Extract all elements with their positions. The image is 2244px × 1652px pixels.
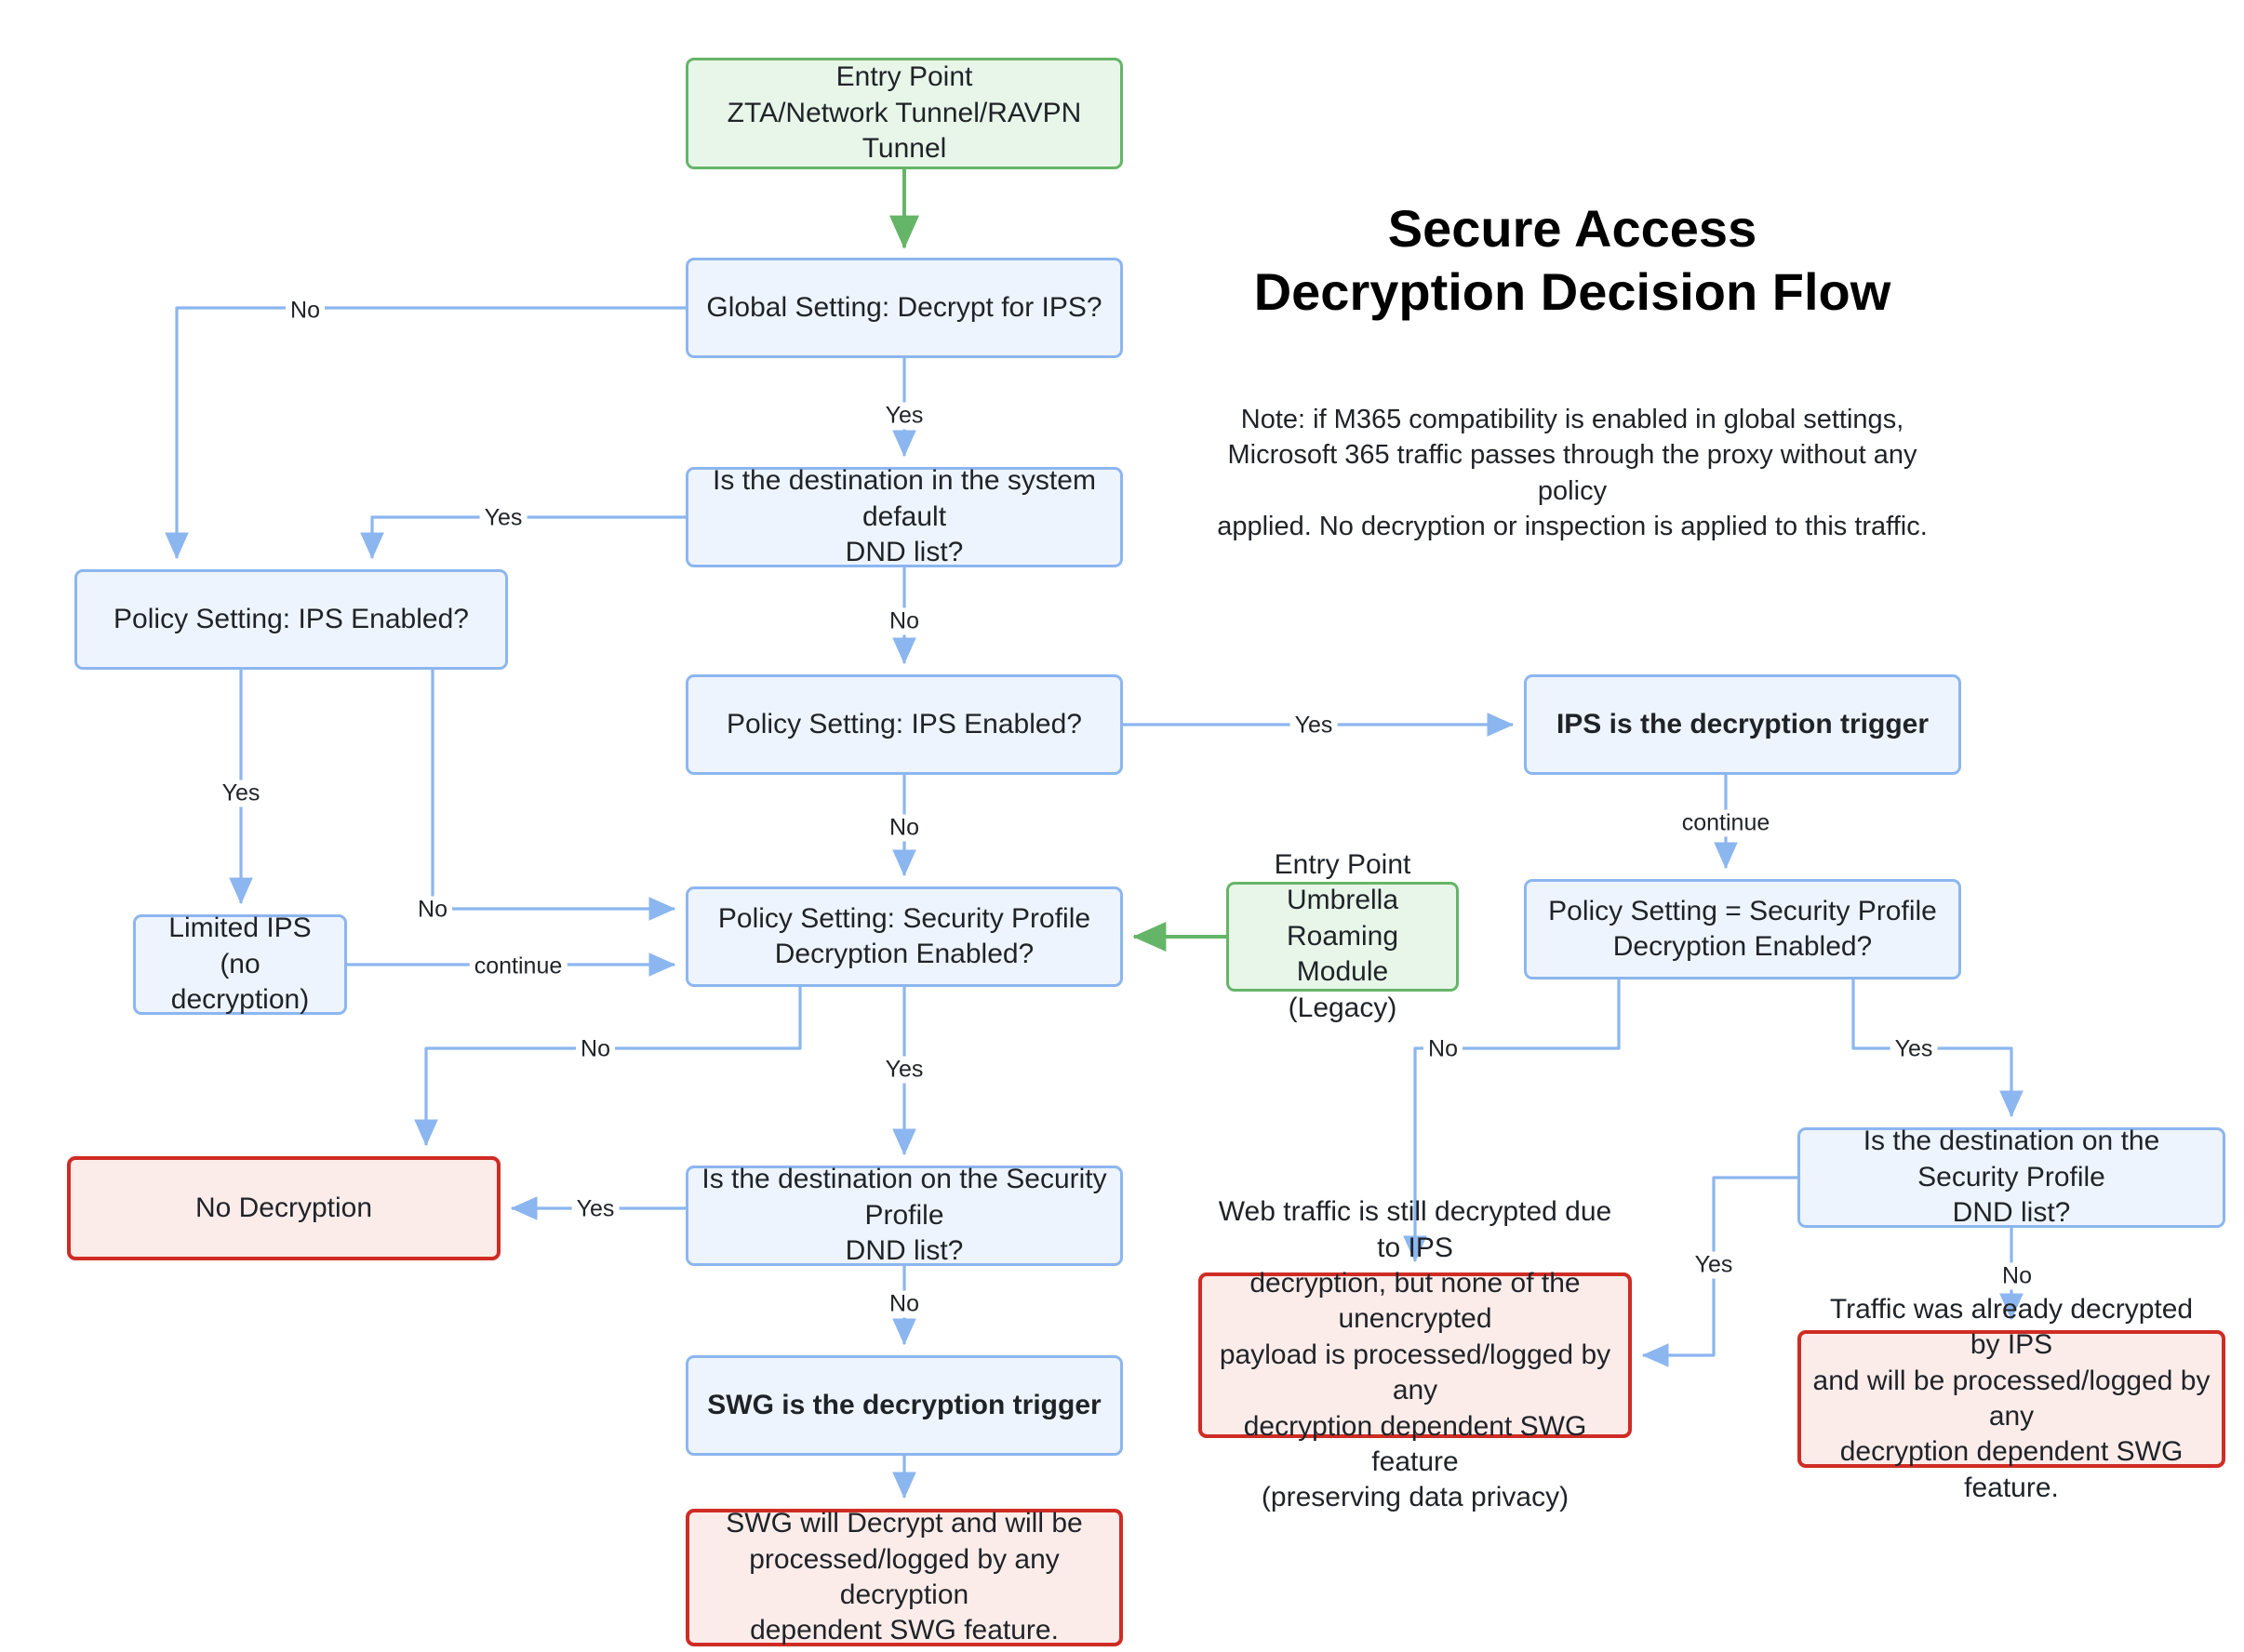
- edge-sysdnd-yes: [360, 515, 686, 560]
- edge-label-sysdnd-yes: Yes: [479, 504, 528, 532]
- node-label: Policy Setting: IPS Enabled?: [727, 708, 1082, 739]
- node-label: SWG will Decrypt and will be processed/l…: [726, 1508, 1083, 1646]
- edge-secprofmid-no: [414, 987, 802, 1147]
- edge-label-ips-continue: continue: [1676, 809, 1775, 837]
- node-label: No Decryption: [194, 1192, 373, 1223]
- edge-label-global-no: No: [286, 297, 325, 325]
- node-label: Entry Point Umbrella Roaming Module (Leg…: [1274, 849, 1411, 1023]
- edge-label-secprofright-yes: Yes: [1890, 1035, 1938, 1063]
- edge-policyleft-no: [431, 670, 676, 921]
- node-limited-ips-no-decryption[interactable]: Limited IPS (no decryption): [133, 913, 347, 1016]
- node-entry-umbrella-roaming-module[interactable]: Entry Point Umbrella Roaming Module (Leg…: [1226, 849, 1459, 1023]
- node-global-setting-decrypt-for-ips[interactable]: Global Setting: Decrypt for IPS?: [686, 258, 1123, 358]
- edge-label-dndright-yes: Yes: [1690, 1251, 1738, 1279]
- node-label: Policy Setting = Security Profile Decryp…: [1548, 895, 1937, 962]
- node-label: Is the destination on the Security Profi…: [1863, 1126, 2160, 1229]
- edge-global-no: [165, 306, 686, 560]
- node-label: Is the destination on the Security Profi…: [701, 1164, 1107, 1267]
- edge-label-dndmid-no: No: [885, 1290, 924, 1318]
- edge-label-dndmid-yes: Yes: [571, 1195, 620, 1223]
- edge-label-policymid-yes: Yes: [1289, 712, 1338, 739]
- node-label: IPS is the decryption trigger: [1556, 708, 1930, 739]
- node-label: Limited IPS (no decryption): [168, 913, 312, 1016]
- edge-label-dndright-no: No: [1997, 1262, 2037, 1290]
- edge-label-global-yes: Yes: [880, 402, 928, 430]
- node-label: Policy Setting: Security Profile Decrypt…: [717, 902, 1091, 969]
- node-label: Web traffic is still decrypted due to IP…: [1218, 1196, 1612, 1513]
- node-web-traffic-still-decrypted[interactable]: Web traffic is still decrypted due to IP…: [1198, 1196, 1632, 1512]
- edge-label-policyleft-yes: Yes: [217, 779, 265, 807]
- edge-label-secprofright-no: No: [1423, 1035, 1463, 1063]
- node-no-decryption[interactable]: No Decryption: [67, 1156, 501, 1260]
- node-traffic-already-decrypted-by-ips[interactable]: Traffic was already decrypted by IPS and…: [1797, 1294, 2225, 1503]
- node-entry-zta[interactable]: Entry Point ZTA/Network Tunnel/RAVPN Tun…: [686, 58, 1123, 169]
- edge-label-policymid-no: No: [885, 814, 924, 842]
- edge-label-secprofmid-yes: Yes: [880, 1056, 928, 1084]
- node-ips-is-decryption-trigger[interactable]: IPS is the decryption trigger: [1524, 674, 1961, 775]
- node-label: Global Setting: Decrypt for IPS?: [706, 291, 1102, 323]
- node-policy-setting-ips-enabled-left[interactable]: Policy Setting: IPS Enabled?: [74, 569, 508, 670]
- node-label: Traffic was already decrypted by IPS and…: [1812, 1293, 2211, 1503]
- node-swg-is-decryption-trigger[interactable]: SWG is the decryption trigger: [686, 1355, 1123, 1456]
- page-title: Secure Access Decryption Decision Flow: [1253, 199, 1891, 322]
- edge-label-limited-continue: continue: [469, 953, 568, 980]
- node-system-default-dnd-list[interactable]: Is the destination in the system default…: [686, 465, 1123, 567]
- node-label: Policy Setting: IPS Enabled?: [114, 603, 469, 634]
- node-policy-setting-security-profile-decryption-right[interactable]: Policy Setting = Security Profile Decryp…: [1524, 879, 1961, 979]
- node-security-profile-dnd-list-mid[interactable]: Is the destination on the Security Profi…: [686, 1164, 1123, 1266]
- node-policy-setting-ips-enabled-mid[interactable]: Policy Setting: IPS Enabled?: [686, 674, 1123, 775]
- edge-label-secprofmid-no: No: [576, 1035, 615, 1063]
- node-policy-setting-security-profile-decryption-mid[interactable]: Policy Setting: Security Profile Decrypt…: [686, 886, 1123, 987]
- note-text: Note: if M365 compatibility is enabled i…: [1217, 405, 1928, 541]
- node-label: Is the destination in the system default…: [713, 465, 1096, 568]
- node-security-profile-dnd-list-right[interactable]: Is the destination on the Security Profi…: [1797, 1126, 2225, 1229]
- node-label: Entry Point ZTA/Network Tunnel/RAVPN Tun…: [727, 61, 1082, 165]
- node-label: SWG is the decryption trigger: [707, 1389, 1102, 1420]
- edge-label-policyleft-no: No: [413, 896, 452, 924]
- node-swg-will-decrypt[interactable]: SWG will Decrypt and will be processed/l…: [686, 1508, 1123, 1646]
- edge-label-sysdnd-no: No: [885, 607, 924, 635]
